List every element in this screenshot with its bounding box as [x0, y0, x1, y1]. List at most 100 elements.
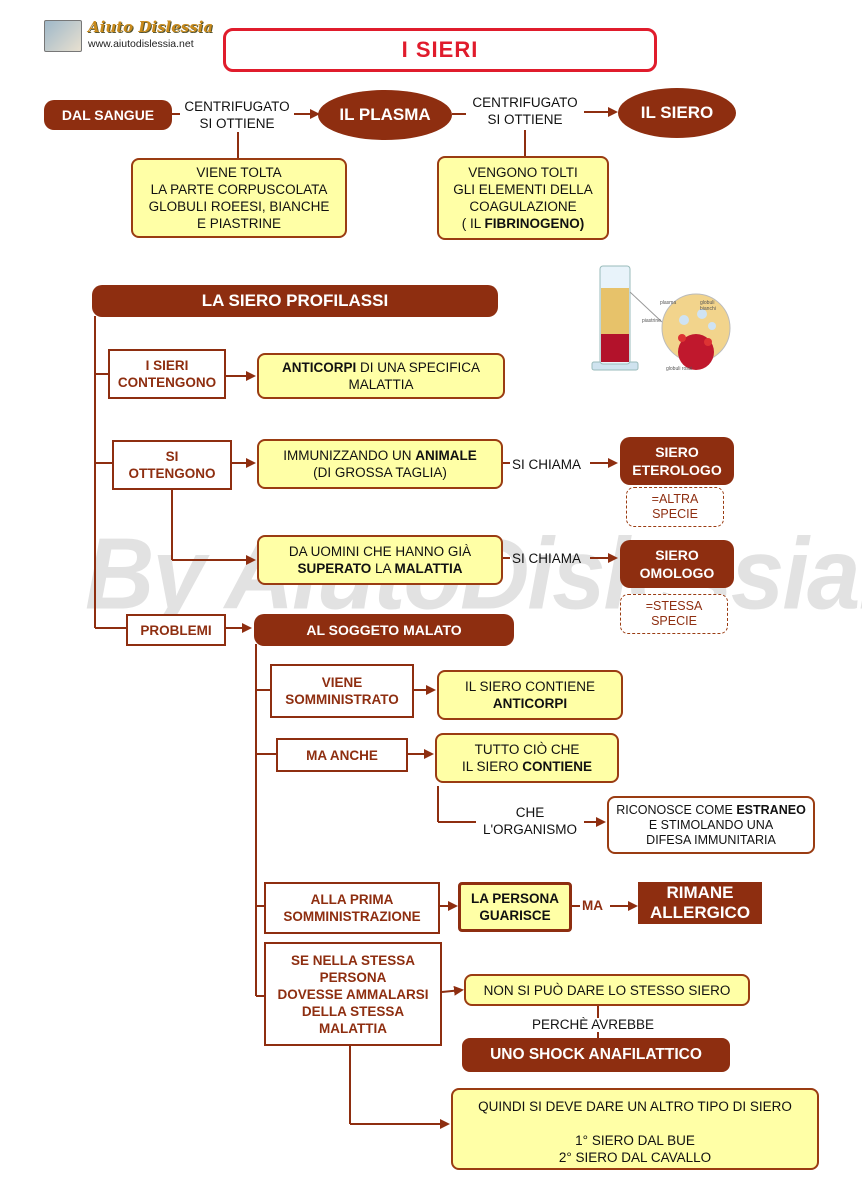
box-line: DIFESA IMMUNITARIA	[646, 832, 776, 847]
si-ottiene-line: SI OTTIENE	[199, 116, 275, 131]
note-line: E PIASTRINE	[196, 216, 282, 231]
box-line: MALATTIA	[319, 1020, 387, 1036]
box-line: SOMMINISTRAZIONE	[283, 909, 421, 924]
malattia-line: MALATTIA	[348, 377, 414, 392]
note-line: =STESSA	[645, 599, 703, 613]
note-line: VENGONO TOLTI	[468, 165, 578, 180]
immunizzando-line: IMMUNIZZANDO UN ANIMALE	[283, 447, 477, 464]
si-ottiene-line: SI OTTIENE	[487, 112, 563, 127]
box-line: VIENE	[321, 675, 363, 690]
da-uomini-box: DA UOMINI CHE HANNO GIÀ SUPERATO LA MALA…	[257, 535, 503, 585]
anticorpi-box: ANTICORPI DI UNA SPECIFICA MALATTIA	[257, 353, 505, 399]
box-line: SOMMINISTRATO	[285, 692, 399, 707]
si-ottengono-box: SI OTTENGONO	[112, 440, 232, 490]
note-line: GLI ELEMENTI DELLA	[453, 182, 593, 197]
page-title-text: I SIERI	[401, 37, 479, 62]
da-uomini-line: DA UOMINI CHE HANNO GIÀ	[288, 544, 472, 559]
perche-avrebbe-label: PERCHÈ AVREBBE	[532, 1017, 655, 1032]
test-tube-icon	[591, 265, 731, 371]
logo-url: www.aiutodislessia.net	[88, 38, 194, 50]
note-line: SPECIE	[651, 614, 697, 628]
box-line: IL SIERO CONTIENE	[462, 758, 592, 775]
box-line: TUTTO CIÒ CHE	[474, 742, 580, 757]
illus-label-piastrine: piastrine	[642, 318, 661, 324]
logo[interactable]: Aiuto Dislessia www.aiutodislessia.net	[42, 16, 213, 56]
box-line: SE NELLA STESSA	[290, 952, 416, 968]
rimane-allergico-box: RIMANE ALLERGICO	[638, 882, 762, 924]
page-title: I SIERI	[223, 28, 657, 72]
box-line: 1° SIERO DAL BUE	[575, 1133, 695, 1148]
riconosce-estraneo-box: RICONOSCE COME ESTRANEO E STIMOLANDO UNA…	[607, 796, 815, 854]
si-chiama-label-1: SI CHIAMA	[512, 457, 582, 472]
la-text: LA	[371, 561, 395, 576]
siero-eterologo-box: SIERO ETEROLOGO	[620, 437, 734, 485]
logo-book-icon	[44, 20, 82, 52]
box-line: CONTENGONO	[117, 375, 217, 390]
logo-name: Aiuto Dislessia	[88, 18, 214, 36]
note-line: COAGULAZIONE	[469, 199, 577, 214]
contiene-bold: CONTIENE	[522, 759, 593, 774]
anticorpi-rest: DI UNA SPECIFICA	[356, 360, 481, 375]
altra-specie-note: =ALTRA SPECIE	[626, 487, 724, 527]
il-siero-text: IL SIERO	[461, 759, 523, 774]
box-line: I SIERI	[145, 358, 189, 373]
estraneo-bold: ESTRANEO	[736, 802, 806, 817]
stessa-specie-note: =STESSA SPECIE	[620, 594, 728, 634]
note-line: VIENE TOLTA	[196, 165, 282, 180]
dal-sangue-box: DAL SANGUE	[44, 100, 172, 130]
box-line: ALLA PRIMA	[310, 892, 394, 907]
box-line: ALLERGICO	[649, 903, 751, 922]
i-sieri-contengono-box: I SIERI CONTENGONO	[108, 349, 226, 399]
box-line: SIERO	[655, 444, 699, 460]
alla-prima-box: ALLA PRIMA SOMMINISTRAZIONE	[264, 882, 440, 934]
box-line: QUINDI SI DEVE DARE UN ALTRO TIPO DI SIE…	[478, 1099, 792, 1114]
siero-omologo-box: SIERO OMOLOGO	[620, 540, 734, 588]
stessa-persona-box: SE NELLA STESSA PERSONA DOVESSE AMMALARS…	[264, 942, 442, 1046]
siero-ellipse: IL SIERO	[618, 88, 736, 138]
centrifugato-label-1: CENTRIFUGATO SI OTTIENE	[178, 98, 296, 132]
immunizzando-box: IMMUNIZZANDO UN ANIMALE (DI GROSSA TAGLI…	[257, 439, 503, 489]
box-line: DOVESSE AMMALARSI	[277, 986, 429, 1002]
note-fibrinogeno: VENGONO TOLTI GLI ELEMENTI DELLA COAGULA…	[437, 156, 609, 240]
note-line-fibrinogeno: ( IL FIBRINOGENO)	[462, 215, 585, 232]
malattia-bold: MALATTIA	[394, 561, 463, 576]
si-chiama-label-2: SI CHIAMA	[512, 551, 582, 566]
illus-label-globuli-rossi: globuli rossi	[666, 366, 693, 372]
box-line: SI	[165, 449, 179, 464]
label-line: CHE	[515, 805, 545, 820]
box-line: E STIMOLANDO UNA	[648, 817, 774, 832]
tutto-cio-box: TUTTO CIÒ CHE IL SIERO CONTIENE	[435, 733, 619, 783]
persona-guarisce-box: LA PERSONA GUARISCE	[458, 882, 572, 932]
taglia-line: (DI GROSSA TAGLIA)	[313, 465, 447, 480]
problemi-box: PROBLEMI	[126, 614, 226, 646]
ma-anche-box: MA ANCHE	[276, 738, 408, 772]
shock-anafilattico-box: UNO SHOCK ANAFILATTICO	[462, 1038, 730, 1072]
ma-label: MA	[582, 898, 603, 913]
blood-separation-illustration: plasma globuli bianchi piastrine globuli…	[584, 262, 744, 374]
anticorpi-bold: ANTICORPI	[492, 696, 568, 711]
box-line: RICONOSCE COME ESTRANEO	[616, 803, 806, 818]
riconosce-text: RICONOSCE COME	[616, 802, 737, 817]
box-line: PERSONA	[319, 969, 387, 985]
illus-label-plasma: plasma	[660, 300, 677, 306]
box-line: IL SIERO CONTIENE	[464, 679, 596, 694]
box-line: OTTENGONO	[128, 466, 216, 481]
immunizzando-text: IMMUNIZZANDO UN	[283, 448, 416, 463]
animale-bold: ANIMALE	[415, 448, 477, 463]
note-line: GLOBULI ROEESI, BIANCHE	[148, 199, 330, 214]
centrifugato-line: CENTRIFUGATO	[184, 99, 290, 114]
anticorpi-bold: ANTICORPI	[281, 360, 357, 375]
che-organismo-label: CHE L'ORGANISMO	[476, 804, 584, 838]
box-line: RIMANE	[666, 883, 734, 902]
box-line: OMOLOGO	[639, 565, 715, 581]
note-line: SPECIE	[652, 507, 698, 521]
box-line: ETEROLOGO	[632, 462, 722, 478]
siero-profilassi-header: LA SIERO PROFILASSI	[92, 285, 498, 317]
plasma-ellipse: IL PLASMA	[318, 90, 452, 140]
superato-bold: SUPERATO	[297, 561, 372, 576]
box-line: GUARISCE	[479, 908, 551, 923]
soggetto-malato-header: AL SOGGETO MALATO	[254, 614, 514, 646]
anticorpi-line: ANTICORPI DI UNA SPECIFICA	[282, 359, 480, 376]
box-line: 2° SIERO DAL CAVALLO	[558, 1150, 712, 1165]
